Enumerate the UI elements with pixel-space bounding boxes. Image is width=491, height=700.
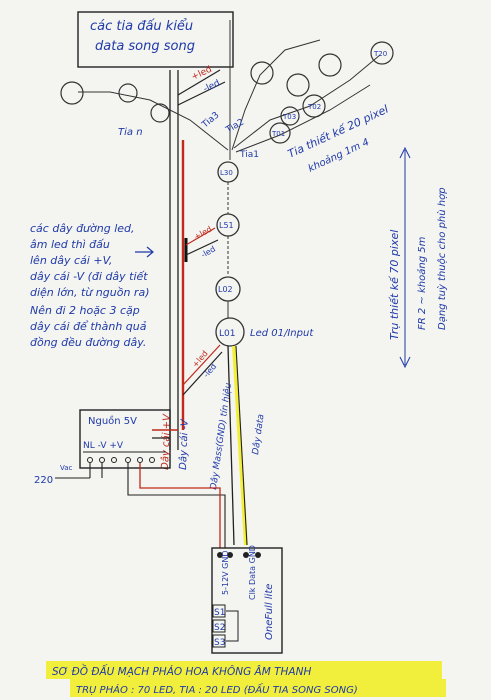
left-note-line-5: diện lớn, từ nguồn ra) [30, 286, 150, 299]
l01-led [215, 317, 245, 347]
left-note: các dây đường led, âm led thì đấu lên dâ… [30, 222, 150, 349]
tia-2-wire [233, 54, 381, 149]
tia-3-led-3 [318, 53, 342, 77]
tia-3-led-2 [286, 73, 310, 97]
controller-pins [217, 552, 261, 558]
ac-220-label: 220 [34, 475, 53, 486]
title-line-1: SƠ ĐỒ ĐẤU MẠCH PHÁO HOA KHÔNG ÂM THANH [52, 664, 311, 678]
side-note-3: Dạng tuỳ thuộc cho phù hợp [436, 187, 448, 330]
tia-n-wire [78, 91, 229, 151]
left-note-line-6: Nên đi 2 hoặc 3 cặp [30, 304, 140, 317]
bot-minus-wire [182, 351, 223, 396]
power-feed-plus [139, 463, 221, 548]
l51-label: L51 [219, 221, 234, 230]
ctrl-pins-right: Clk Data GND [248, 545, 257, 600]
branch-minus [177, 81, 226, 106]
s2-label: S2 [214, 623, 225, 633]
side-note: Trụ thiết kế 70 pixel [388, 230, 401, 340]
note-box [77, 11, 234, 68]
tia-n-led-1 [150, 103, 170, 123]
led01-input-label: Led 01/Input [250, 328, 314, 339]
controller-box [211, 547, 283, 654]
switch-lead-2 [226, 630, 239, 642]
power-supply-box [79, 409, 171, 469]
terminal-screws [87, 457, 155, 463]
tia-2-label: Tia2 [224, 117, 246, 136]
tia-1-wire [235, 84, 371, 153]
left-note-line-2: âm led thì đấu [30, 238, 110, 251]
branch-plus [177, 69, 221, 96]
left-note-line-7: dây cái để thành quả [30, 320, 147, 333]
switch-lead-1 [226, 610, 239, 630]
mid-minus-wire [185, 239, 219, 256]
tia-2-led-1 [302, 94, 326, 118]
bot-plus-wire [182, 344, 221, 386]
tia-n-led-end [60, 81, 84, 105]
minus-led-top: -led [202, 78, 222, 94]
t20-led [370, 41, 394, 65]
tia-n-led-2 [118, 83, 138, 103]
gnd-signal-wire [227, 345, 235, 546]
power-feed-minus [127, 463, 226, 548]
left-note-line-8: đồng đều đường dây. [30, 336, 146, 349]
minus-led-mid: -led [200, 244, 218, 259]
l01-label: L01 [219, 329, 235, 339]
plus-led-mid: +led [193, 224, 214, 241]
left-note-arrow [135, 246, 154, 258]
tia-3-led-1 [250, 61, 274, 85]
l02-label: L02 [218, 285, 233, 294]
minus-led-bot: -led [202, 362, 219, 379]
title-highlight-2 [70, 679, 446, 697]
day-data-label: Dây data [251, 414, 267, 456]
tia-3-label: Tia3 [200, 110, 222, 130]
t03-label: T03 [282, 113, 296, 121]
tia-1-label: Tia1 [239, 150, 259, 160]
data-signal-wire [235, 345, 248, 546]
mid-plus-wire [185, 227, 216, 246]
note-line-1: các tia đấu kiểu [90, 19, 193, 34]
t01-led [269, 122, 291, 144]
switch-s2 [212, 619, 226, 633]
nguon-label: Nguồn 5V [88, 415, 137, 427]
t01-label: T01 [271, 130, 285, 138]
title-line-2: TRỤ PHÁO : 70 LED, TIA : 20 LED (ĐẤU TIA… [76, 682, 358, 696]
left-note-line-4: dây cái -V (đi dây tiết [30, 270, 148, 283]
tia-3-wire [231, 39, 321, 151]
t20-label: T20 [373, 50, 387, 58]
ctrl-pins-left: 5-12V GND [221, 550, 230, 595]
left-note-line-3: lên dây cái +V, [30, 254, 112, 267]
switch-s1 [212, 604, 226, 618]
day-cai-plus-label: Dây cái +V [159, 413, 173, 470]
t03-led [280, 106, 300, 126]
s1-label: S1 [214, 608, 225, 618]
ctrl-name: OneFull lite [264, 584, 275, 640]
day-cai-minus-label: Dây cái -V [177, 418, 191, 470]
tia-n-label: Tia n [118, 127, 143, 138]
vac-label: Vac [60, 464, 73, 472]
dimension-arrows [399, 146, 411, 369]
nguon-terminals: NL -V +V [83, 441, 124, 451]
l30-label: L30 [220, 169, 233, 177]
note-line-2: data song song [95, 39, 195, 54]
t02-label: T02 [307, 103, 321, 111]
side-note-2: FR 2 ~ khoảng 5m [416, 236, 428, 330]
title-highlight-1 [46, 661, 442, 679]
left-note-line-1: các dây đường led, [30, 222, 135, 235]
data-wire-highlight [232, 345, 248, 546]
s3-label: S3 [214, 638, 225, 648]
switch-s3 [212, 634, 226, 648]
